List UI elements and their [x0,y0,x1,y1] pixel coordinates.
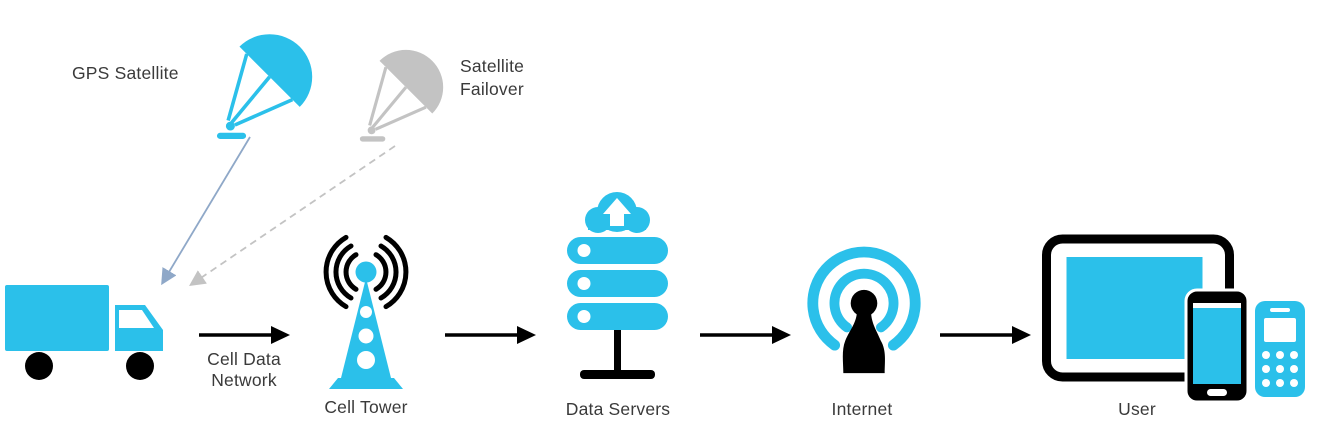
data-servers-label: Data Servers [565,399,671,419]
arrow-right-icon [199,326,290,344]
arrow-dashed-icon [189,145,396,287]
broadcast-antenna-icon [807,246,921,374]
edge-cell-tower-to-data-servers [443,322,538,348]
cell-data-network-label-line2: Network [211,370,277,390]
edge-satellite-failover-to-truck [180,140,405,295]
user-label: User [1118,399,1156,419]
truck-icon [5,285,163,380]
edge-data-servers-to-internet [698,322,793,348]
node-user-smartphone [1183,287,1251,405]
cell-tower-icon [323,234,409,389]
node-gps-satellite [208,32,320,144]
cell-data-network-label-line1: Cell Data [207,349,281,369]
node-satellite-failover [352,48,450,146]
edge-truck-to-cell-tower [197,322,292,348]
node-truck [5,273,180,388]
node-data-servers [560,185,675,390]
satellite-failover-label: Satellite Failover [460,55,524,101]
node-cell-tower [296,226,436,391]
arrow-right-icon [940,326,1031,344]
cell-tower-label: Cell Tower [324,397,408,417]
arrow-right-icon [700,326,791,344]
satellite-failover-label-line1: Satellite [460,56,525,76]
arrow-right-icon [445,326,536,344]
cell-data-network-label: Cell Data Network [192,349,296,391]
satellite-failover-icon [359,49,444,142]
arrow-solid-icon [161,136,251,286]
gps-satellite-icon [216,34,313,139]
edge-gps-satellite-to-truck [148,132,263,297]
node-user-cellphone [1252,297,1308,401]
gps-satellite-label: GPS Satellite [72,63,179,83]
smartphone-icon [1184,288,1250,404]
node-internet [800,243,928,388]
server-stack-cloud-upload-icon [567,192,668,379]
satellite-failover-label-line2: Failover [460,79,524,99]
edge-internet-to-user [938,322,1033,348]
cellphone-icon [1255,301,1305,397]
internet-label: Internet [831,399,893,419]
